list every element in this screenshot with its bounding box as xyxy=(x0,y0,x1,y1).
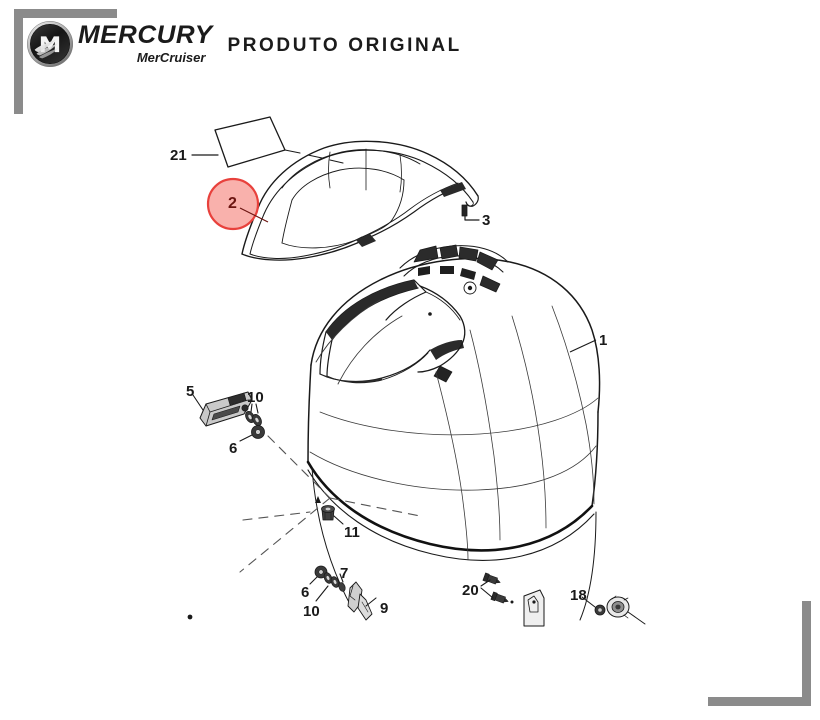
part-main-cowl-assembly xyxy=(306,244,601,621)
callout-label-3[interactable]: 3 xyxy=(482,212,491,229)
highlight-circle-callout-2[interactable] xyxy=(206,177,260,231)
part-screw xyxy=(480,572,514,604)
callout-label-5[interactable]: 5 xyxy=(186,383,195,400)
leader-line-11 xyxy=(333,515,344,525)
leader-line-5 xyxy=(192,394,204,411)
part-latch-handle xyxy=(192,391,253,427)
callout-label-6b[interactable]: 6 xyxy=(301,584,310,601)
leader-line-20a xyxy=(480,579,491,587)
assembly-dashed-lines xyxy=(239,435,421,573)
part-washer-upper xyxy=(245,403,262,426)
brand-logo: MERCURY MerCruiser xyxy=(26,20,212,72)
brand-sub-name: MerCruiser xyxy=(136,50,206,65)
leader-line-2 xyxy=(239,207,269,223)
brand-name: MERCURY xyxy=(78,21,213,49)
part-lever-arm xyxy=(347,581,377,621)
part-cowl-clip xyxy=(461,204,480,221)
part-washer-lower xyxy=(315,572,340,602)
leader-line-10 xyxy=(250,403,253,413)
leader-line-1 xyxy=(569,339,597,353)
callout-label-10[interactable]: 10 xyxy=(247,389,264,406)
part-bracket-tab xyxy=(523,589,545,627)
part-marker-dot xyxy=(187,614,193,620)
callout-label-2[interactable]: 2 xyxy=(228,195,237,212)
part-top-cowl xyxy=(241,140,479,261)
brand-wordmark: MERCURY MerCruiser xyxy=(78,20,212,65)
callout-label-21[interactable]: 21 xyxy=(170,147,187,164)
callout-label-1[interactable]: 1 xyxy=(599,332,608,349)
mercury-badge-icon xyxy=(26,20,74,68)
leader-line-6 xyxy=(239,434,253,442)
callout-label-9[interactable]: 9 xyxy=(380,600,389,617)
grommet-pointer-tip xyxy=(315,496,321,503)
cowl-shadow-patch xyxy=(356,234,376,247)
callout-label-10b[interactable]: 10 xyxy=(303,603,320,620)
callout-label-11[interactable]: 11 xyxy=(344,524,360,541)
part-decal-plate xyxy=(214,116,286,168)
leader-line-18 xyxy=(581,596,596,608)
leader-line-20b xyxy=(480,587,494,599)
part-bushing xyxy=(338,573,346,592)
leader-line-3 xyxy=(464,215,480,221)
callout-label-6[interactable]: 6 xyxy=(229,440,238,457)
part-seal-ring xyxy=(581,595,646,625)
leader-line-7 xyxy=(339,573,344,583)
callout-label-18[interactable]: 18 xyxy=(570,587,587,604)
leader-line-10b xyxy=(315,585,329,602)
leader-line-9 xyxy=(365,597,377,607)
leader-line-18-ext xyxy=(627,611,646,625)
leader-line-6b xyxy=(309,576,318,585)
leader-dash-decal xyxy=(284,149,344,164)
part-nut-upper xyxy=(239,425,265,442)
brand-header: MERCURY MerCruiser PRODUTO ORIGINAL xyxy=(26,20,462,72)
callout-label-7[interactable]: 7 xyxy=(340,565,349,582)
part-grommet xyxy=(321,505,344,525)
callout-label-20[interactable]: 20 xyxy=(462,582,479,599)
header-tagline: PRODUTO ORIGINAL xyxy=(227,35,462,56)
